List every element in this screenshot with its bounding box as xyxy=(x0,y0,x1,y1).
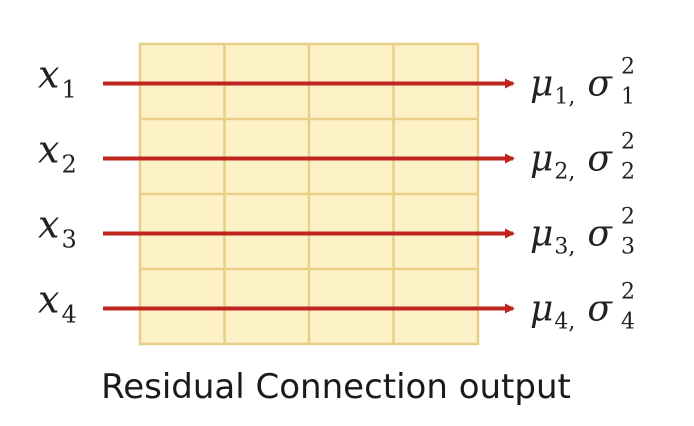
output-label-4: μ4, σ xyxy=(530,289,613,335)
output-sigma-subscript: 4 xyxy=(621,310,635,335)
input-label-x3: x3 xyxy=(38,203,77,254)
output-mu-subscript: 3 xyxy=(554,235,568,260)
output-mu: μ xyxy=(530,139,553,180)
output-label-1: μ1, σ xyxy=(530,64,613,110)
input-label-x1: x1 xyxy=(38,53,77,104)
output-mu: μ xyxy=(530,214,553,255)
output-mu-subscript: 1 xyxy=(554,85,568,110)
output-mu-subscript: 4 xyxy=(554,310,568,335)
input-base: x xyxy=(38,278,59,322)
input-subscript: 1 xyxy=(61,76,76,104)
input-subscript: 3 xyxy=(61,226,76,254)
input-base: x xyxy=(38,203,59,247)
input-base: x xyxy=(38,53,59,97)
input-subscript: 4 xyxy=(61,301,76,329)
output-mu: μ xyxy=(530,64,553,105)
row-arrows xyxy=(103,78,515,314)
output-separator: , xyxy=(568,160,575,185)
output-sigma: σ xyxy=(587,139,613,180)
output-label-2: μ2, σ xyxy=(530,139,613,185)
output-sigma: σ xyxy=(587,214,613,255)
output-separator: , xyxy=(568,310,575,335)
output-sigma-superscript: 2 xyxy=(621,55,635,80)
output-mu: μ xyxy=(530,289,553,330)
output-separator: , xyxy=(568,85,575,110)
input-label-x2: x2 xyxy=(38,128,77,179)
output-sigma-subscript: 3 xyxy=(621,235,635,260)
input-subscript: 2 xyxy=(61,151,76,179)
output-separator: , xyxy=(568,235,575,260)
output-sigma-superscript: 2 xyxy=(621,205,635,230)
output-sigma-subscript: 1 xyxy=(621,85,635,110)
output-sigma: σ xyxy=(587,289,613,330)
output-sigma: σ xyxy=(587,64,613,105)
input-base: x xyxy=(38,128,59,172)
diagram-caption: Residual Connection output xyxy=(101,367,571,407)
output-sigma-superscript: 2 xyxy=(621,280,635,305)
output-label-3: μ3, σ xyxy=(530,214,613,260)
output-mu-subscript: 2 xyxy=(554,160,568,185)
input-label-x4: x4 xyxy=(38,278,77,329)
output-sigma-superscript: 2 xyxy=(621,130,635,155)
residual-output-grid xyxy=(138,42,480,346)
output-sigma-subscript: 2 xyxy=(621,160,635,185)
